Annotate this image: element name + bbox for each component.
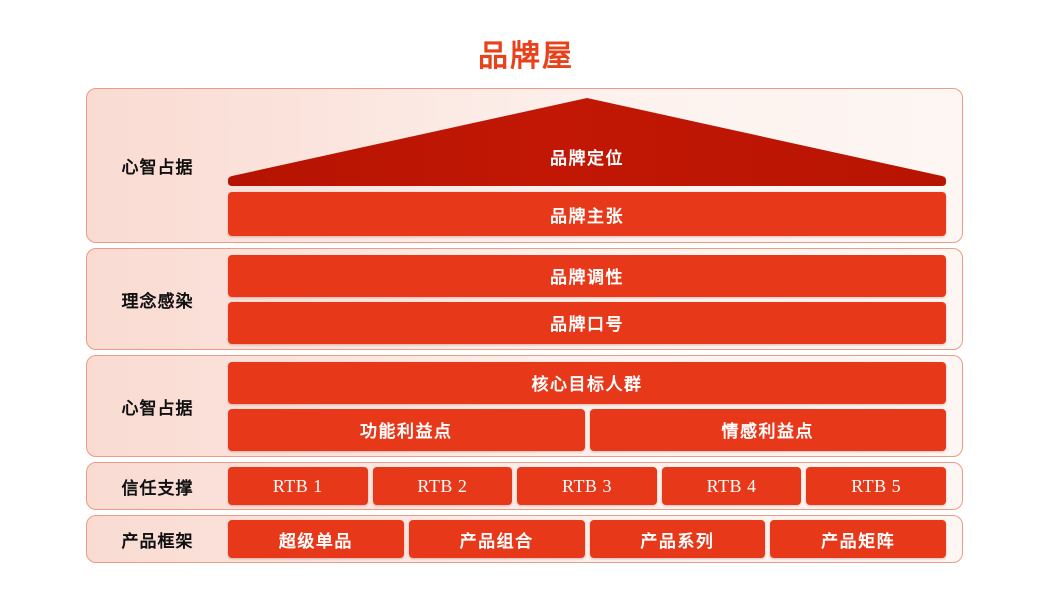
bar-product-combination[interactable]: 产品组合 bbox=[408, 520, 585, 558]
tier-mind-occupation-2: 心智占据 核心目标人群 功能利益点 情感利益点 bbox=[86, 355, 963, 457]
page-title: 品牌屋 bbox=[478, 40, 574, 73]
bar-brand-tone[interactable]: 品牌调性 bbox=[228, 254, 946, 297]
tier-mind-occupation: 心智占据 品牌定位 品牌主张 bbox=[86, 88, 963, 243]
tier-label-product-framework: 产品框架 bbox=[121, 531, 194, 551]
bar-row-brand-tone: 品牌调性 bbox=[228, 254, 946, 297]
bar-rtb-3[interactable]: RTB 3 bbox=[517, 467, 657, 505]
bar-emotional-benefit[interactable]: 情感利益点 bbox=[589, 408, 946, 451]
bar-row-brand-slogan: 品牌口号 bbox=[228, 301, 946, 344]
tier-label-concept-infection: 理念感染 bbox=[121, 291, 194, 311]
tier-label-mind-occupation-2: 心智占据 bbox=[121, 398, 194, 418]
tier-body-mind-occupation-2: 核心目标人群 功能利益点 情感利益点 bbox=[228, 356, 962, 456]
bar-row-brand-claim: 品牌主张 bbox=[228, 192, 946, 236]
roof-shape-container: 品牌定位 bbox=[228, 98, 946, 186]
bar-core-audience[interactable]: 核心目标人群 bbox=[228, 361, 946, 404]
bar-rtb-5[interactable]: RTB 5 bbox=[806, 467, 946, 505]
tier-label-trust-support: 信任支撑 bbox=[121, 478, 194, 498]
brand-house-diagram: 心智占据 品牌定位 品牌主张 bbox=[86, 88, 963, 568]
bar-brand-claim[interactable]: 品牌主张 bbox=[228, 192, 946, 236]
tier-body-trust-support: RTB 1 RTB 2 RTB 3 RTB 4 RTB 5 bbox=[228, 463, 962, 509]
tier-body-concept-infection: 品牌调性 品牌口号 bbox=[228, 249, 962, 349]
tier-body-mind-occupation: 品牌定位 品牌主张 bbox=[228, 89, 962, 242]
tier-product-framework: 产品框架 超级单品 产品组合 产品系列 产品矩阵 bbox=[86, 515, 963, 563]
roof-triangle-icon bbox=[228, 98, 946, 186]
bar-product-matrix[interactable]: 产品矩阵 bbox=[770, 520, 946, 558]
bar-row-benefits: 功能利益点 情感利益点 bbox=[228, 408, 946, 451]
bar-row-core-audience: 核心目标人群 bbox=[228, 361, 946, 404]
bar-product-series[interactable]: 产品系列 bbox=[589, 520, 766, 558]
roof-label-brand-positioning: 品牌定位 bbox=[550, 149, 624, 168]
tier-body-product-framework: 超级单品 产品组合 产品系列 产品矩阵 bbox=[228, 516, 962, 562]
tier-concept-infection: 理念感染 品牌调性 品牌口号 bbox=[86, 248, 963, 350]
bar-super-single-product[interactable]: 超级单品 bbox=[228, 520, 404, 558]
bar-row-rtb: RTB 1 RTB 2 RTB 3 RTB 4 RTB 5 bbox=[228, 467, 946, 505]
bar-rtb-2[interactable]: RTB 2 bbox=[372, 467, 513, 505]
bar-row-product-framework: 超级单品 产品组合 产品系列 产品矩阵 bbox=[228, 520, 946, 558]
bar-functional-benefit[interactable]: 功能利益点 bbox=[228, 408, 585, 451]
tier-trust-support: 信任支撑 RTB 1 RTB 2 RTB 3 RTB 4 RTB 5 bbox=[86, 462, 963, 510]
bar-rtb-1[interactable]: RTB 1 bbox=[228, 467, 368, 505]
tier-label-mind-occupation: 心智占据 bbox=[121, 158, 194, 177]
bar-brand-slogan[interactable]: 品牌口号 bbox=[228, 301, 946, 344]
bar-rtb-4[interactable]: RTB 4 bbox=[661, 467, 802, 505]
